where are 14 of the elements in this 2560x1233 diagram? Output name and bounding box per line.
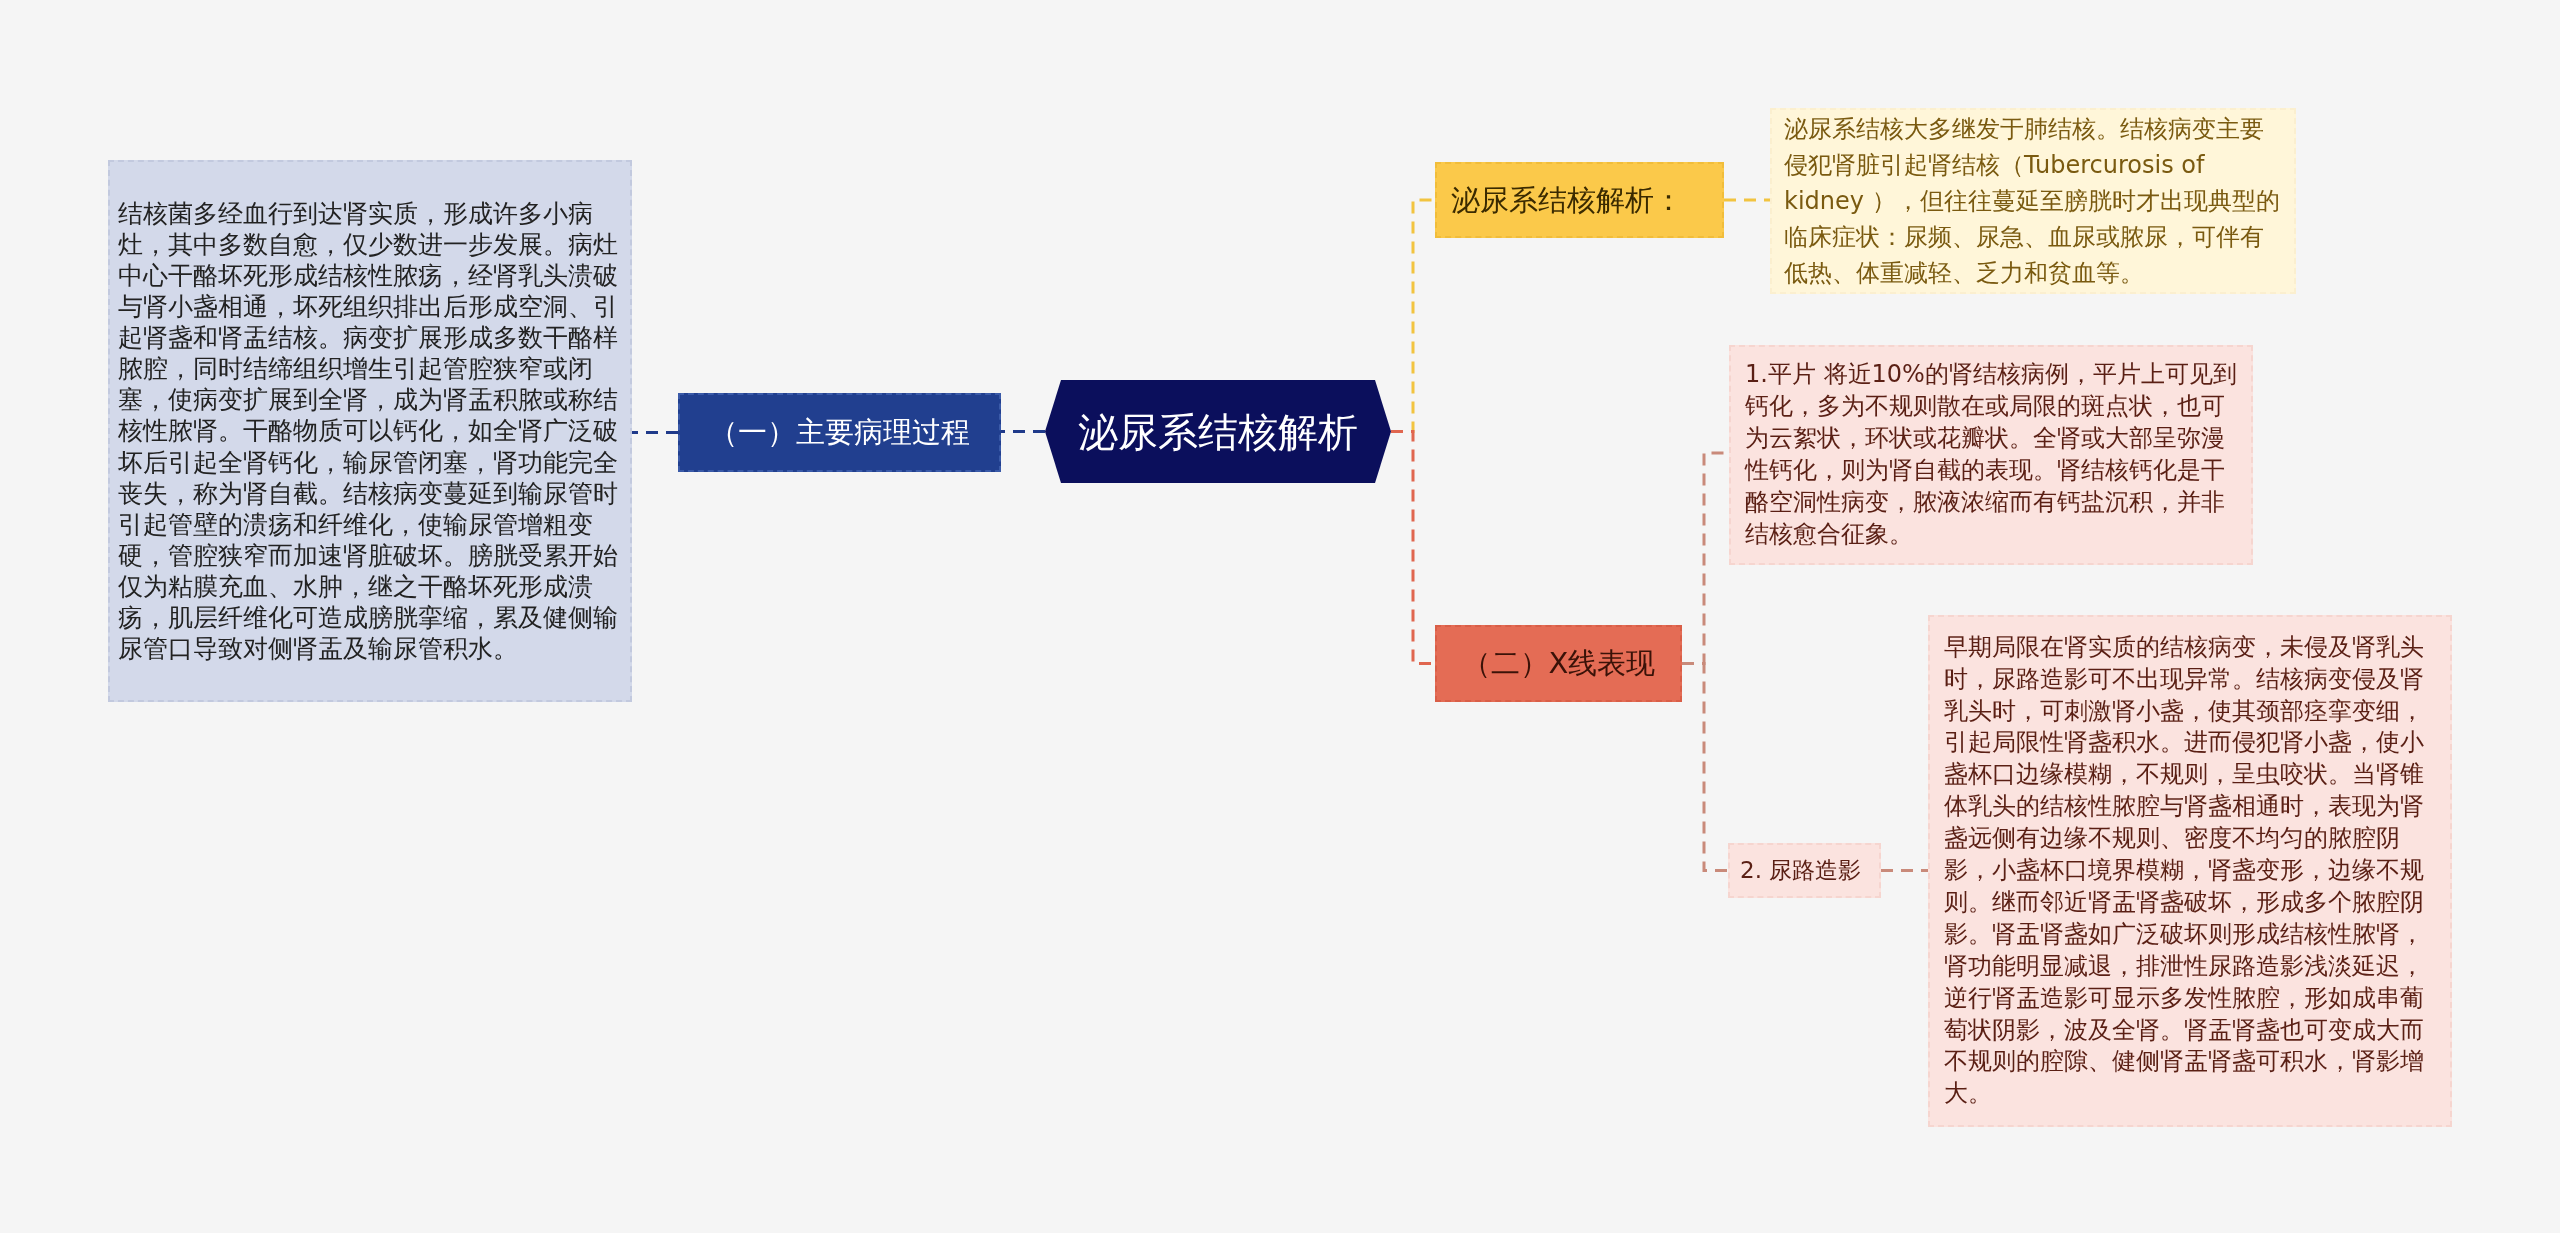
note-box: 1.平片 将近10%的肾结核病例，平片上可见到钙化，多为不规则散在或局限的斑点状，也可为云絮状，环状或花瓣状。全肾或大部呈弥漫性钙化，则为肾自截的表现。肾结核钙化是干酪空洞性病变，脓液浓缩而有钙盐沉积，并非结核愈合征象。 xyxy=(1729,345,2253,565)
connector-line xyxy=(1724,198,1770,202)
connector-line xyxy=(1881,869,1928,872)
connector-line xyxy=(1682,662,1728,872)
branch-box: （二）X线表现 xyxy=(1435,625,1682,702)
note-box: 结核菌多经血行到达肾实质，形成许多小病灶，其中多数自愈，仅少数进一步发展。病灶中心干酪坏死形成结核性脓疡，经肾乳头溃破与肾小盏相通，坏死组织排出后形成空洞、引起肾盏和肾盂结核。病变扩展形成多数干酪样脓腔，同时结缔组织增生引起管腔狭窄或闭塞，使病变扩展到全肾，成为肾盂积脓或称结核性脓肾。干酪物质可以钙化，如全肾广泛破坏后引起全肾钙化，输尿管闭塞，肾功能完全丧失，称为肾自截。结核病变蔓延到输尿管时引起管壁的溃疡和纤维化，使输尿管增粗变硬，管腔狭窄而加速肾脏破坏。膀胱受累开始仅为粘膜充血、水肿，继之干酪坏死形成溃疡，肌层纤维化可造成膀胱挛缩，累及健侧输尿管口导致对侧肾盂及输尿管积水。 xyxy=(108,160,632,702)
note-box: 泌尿系结核大多继发于肺结核。结核病变主要侵犯肾脏引起肾结核（Tubercurosis of kidney ），但往往蔓延至膀胱时才出现典型的临床症状：尿频、尿急、血尿或脓尿，可伴有低热、体重减轻、乏力和贫血等。 xyxy=(1770,108,2296,294)
subtopic-box: 2. 尿路造影 xyxy=(1728,843,1881,898)
branch-box: （一）主要病理过程 xyxy=(678,393,1001,472)
note-box: 早期局限在肾实质的结核病变，未侵及肾乳头时，尿路造影可不出现异常。结核病变侵及肾乳头时，可刺激肾小盏，使其颈部痉挛变细，引起局限性肾盏积水。进而侵犯肾小盏，使小盏杯口边缘模糊，不规则，呈虫咬状。当肾锥体乳头的结核性脓腔与肾盏相通时，表现为肾盏远侧有边缘不规则、密度不均匀的脓腔阴影，小盏杯口境界模糊，肾盏变形，边缘不规则。继而邻近肾盂肾盏破坏，形成多个脓腔阴影。肾盂肾盏如广泛破坏则形成结核性脓肾，肾功能明显减退，排泄性尿路造影浅淡延迟，逆行肾盂造影可显示多发性脓腔，形如成串葡萄状阴影，波及全肾。肾盂肾盏也可变成大而不规则的腔隙、健侧肾盂肾盏可积水，肾影增大。 xyxy=(1928,615,2452,1127)
connector-line xyxy=(1001,430,1045,433)
connector-line xyxy=(632,431,678,434)
branch-box: 泌尿系结核解析： xyxy=(1435,162,1724,238)
topic-hexagon: 泌尿系结核解析 xyxy=(1045,380,1391,483)
